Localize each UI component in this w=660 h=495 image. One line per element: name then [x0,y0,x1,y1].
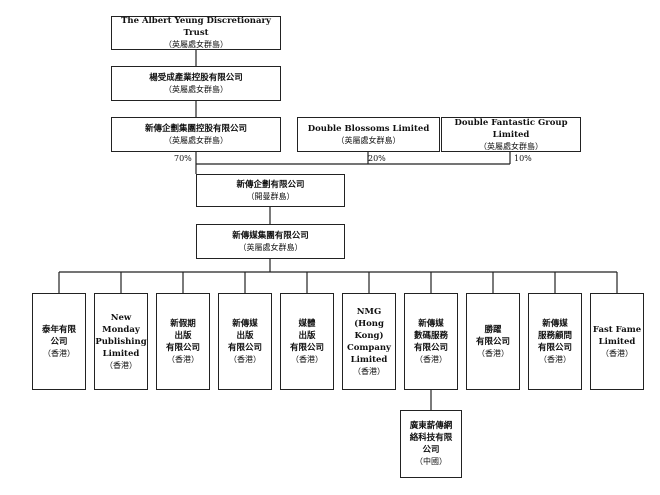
entity-subsidiary-1: 泰年有限 公司 （香港） [32,293,86,390]
entity-double-blossoms: Double Blossoms Limited （英屬處女群島） [297,117,440,152]
entity-place: （英屬處女群島） [479,141,543,151]
entity-place: （中國） [415,457,447,466]
entity-subsidiary-2: New Monday Publishing Limited （香港） [94,293,148,390]
entity-name: 楊受成產業控股有限公司 [149,72,243,83]
entity-name: 新傳企劃集團控股有限公司 [144,123,247,134]
entity-name: 新傳企劃有限公司 [236,179,305,190]
entity-media-group: 新傳媒集團有限公司 （英屬處女群島） [196,224,345,259]
entity-name: 新假期 出版 有限公司 [165,318,200,353]
entity-subsidiary-6: NMG (Hong Kong) Company Limited （香港） [342,293,396,390]
entity-name: 媒體 出版 有限公司 [289,318,324,353]
entity-place: （英屬處女群島） [164,84,228,94]
entity-name: 新傳媒 數碼服務 有限公司 [413,318,448,353]
entity-place: （英屬處女群島） [164,135,228,145]
entity-subsidiary-3: 新假期 出版 有限公司 （香港） [156,293,210,390]
entity-place: （香港） [415,354,447,364]
entity-name: New Monday Publishing Limited [95,312,147,359]
entity-name: NMG (Hong Kong) Company Limited [347,306,391,365]
entity-place: （香港） [539,354,571,364]
entity-place: （英屬處女群島） [164,40,228,49]
entity-place: （香港） [43,348,75,358]
entity-subsidiary-8: 勝躍 有限公司 （香港） [466,293,520,390]
entity-place: （香港） [105,360,137,370]
entity-name: The Albert Yeung Discretionary Trust [121,16,271,38]
pct-double-fantastic: 10% [514,154,532,163]
entity-name: 新傳媒 服務顧問 有限公司 [537,318,572,353]
entity-subsidiary-10: Fast Fame Limited （香港） [590,293,644,390]
entity-name: Double Blossoms Limited [307,123,430,134]
entity-guangdong: 廣東薪傳網 絡科技有限 公司 （中國） [400,410,462,478]
entity-subsidiary-9: 新傳媒 服務顧問 有限公司 （香港） [528,293,582,390]
entity-name: 廣東薪傳網 絡科技有限 公司 [409,421,453,455]
entity-emperor-planning: 新傳企劃有限公司 （開曼群島） [196,174,345,207]
entity-name: 新傳媒集團有限公司 [232,230,309,241]
entity-place: （開曼群島） [246,191,295,201]
entity-emperor-group-holdings: 新傳企劃集團控股有限公司 （英屬處女群島） [111,117,281,152]
pct-double-blossoms: 20% [368,154,386,163]
entity-name: Fast Fame Limited [592,324,642,347]
entity-place: （香港） [477,348,509,358]
entity-subsidiary-5: 媒體 出版 有限公司 （香港） [280,293,334,390]
entity-name: Double Fantastic Group Limited [454,117,568,140]
entity-place: （香港） [601,348,633,358]
entity-albert-yeung-trust: The Albert Yeung Discretionary Trust （英屬… [111,16,281,50]
entity-place: （香港） [291,354,323,364]
entity-subsidiary-4: 新傳媒 出版 有限公司 （香港） [218,293,272,390]
entity-yeung-holdings: 楊受成產業控股有限公司 （英屬處女群島） [111,66,281,101]
entity-place: （香港） [229,354,261,364]
entity-place: （英屬處女群島） [238,242,303,252]
entity-name: 泰年有限 公司 [41,324,76,347]
entity-place: （香港） [167,354,199,364]
entity-double-fantastic: Double Fantastic Group Limited （英屬處女群島） [441,117,581,152]
entity-subsidiary-7: 新傳媒 數碼服務 有限公司 （香港） [404,293,458,390]
entity-name: 新傳媒 出版 有限公司 [227,318,262,353]
entity-place: （英屬處女群島） [336,135,401,145]
pct-emperor-group-holdings: 70% [174,154,192,163]
entity-place: （香港） [353,366,385,376]
entity-name: 勝躍 有限公司 [475,324,510,347]
